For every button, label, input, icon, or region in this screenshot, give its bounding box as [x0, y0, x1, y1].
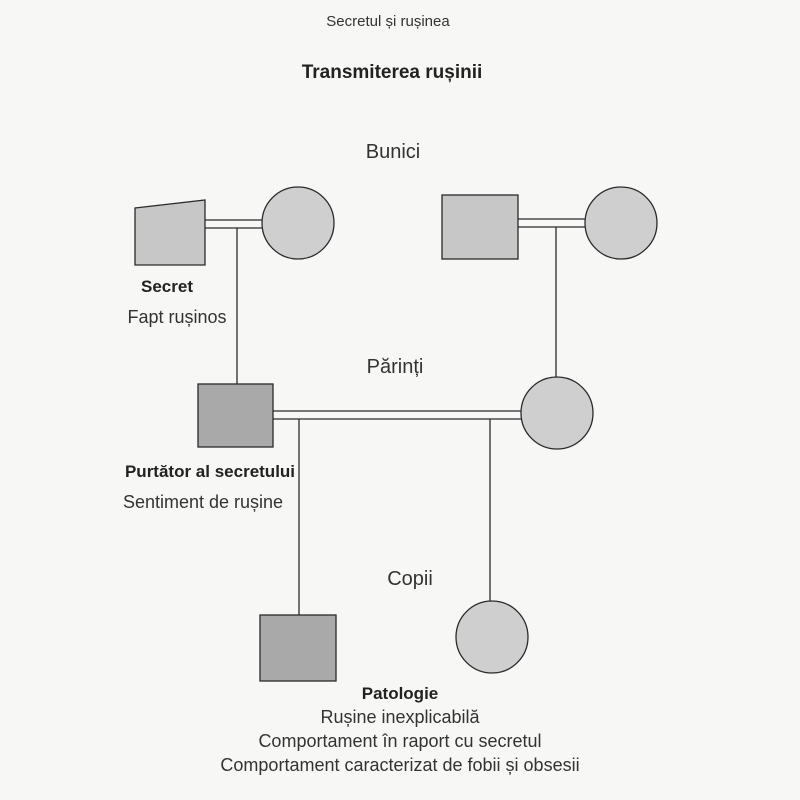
child-annotation-bold: Patologie: [362, 684, 439, 703]
grandfather-right-square: [441, 194, 519, 260]
generation-label-grandparents: Bunici: [366, 141, 420, 163]
grandfather-left-square: [134, 199, 206, 266]
mother-circle: [520, 376, 594, 450]
child-annotation-line-1: Rușine inexplicabilă: [320, 707, 480, 727]
running-head: Secretul și rușinea: [326, 13, 450, 30]
diagram-title: Transmiterea rușinii: [302, 62, 483, 83]
grandmother-left-circle: [261, 186, 335, 260]
generation-label-parents: Părinți: [367, 356, 424, 378]
father-annotation-bold: Purtător al secretului: [125, 462, 295, 481]
grandfather-annotation-bold: Secret: [141, 277, 193, 296]
child-annotation-line-2: Comportament în raport cu secretul: [258, 731, 541, 751]
generation-label-children: Copii: [387, 568, 433, 590]
daughter-circle: [455, 600, 529, 674]
father-square: [197, 383, 274, 448]
son-square: [259, 614, 337, 682]
child-annotation-line-3: Comportament caracterizat de fobii și ob…: [220, 755, 579, 775]
grandfather-annotation-text: Fapt rușinos: [127, 307, 226, 327]
grandmother-right-circle: [584, 186, 658, 260]
father-annotation-text: Sentiment de rușine: [123, 492, 283, 512]
